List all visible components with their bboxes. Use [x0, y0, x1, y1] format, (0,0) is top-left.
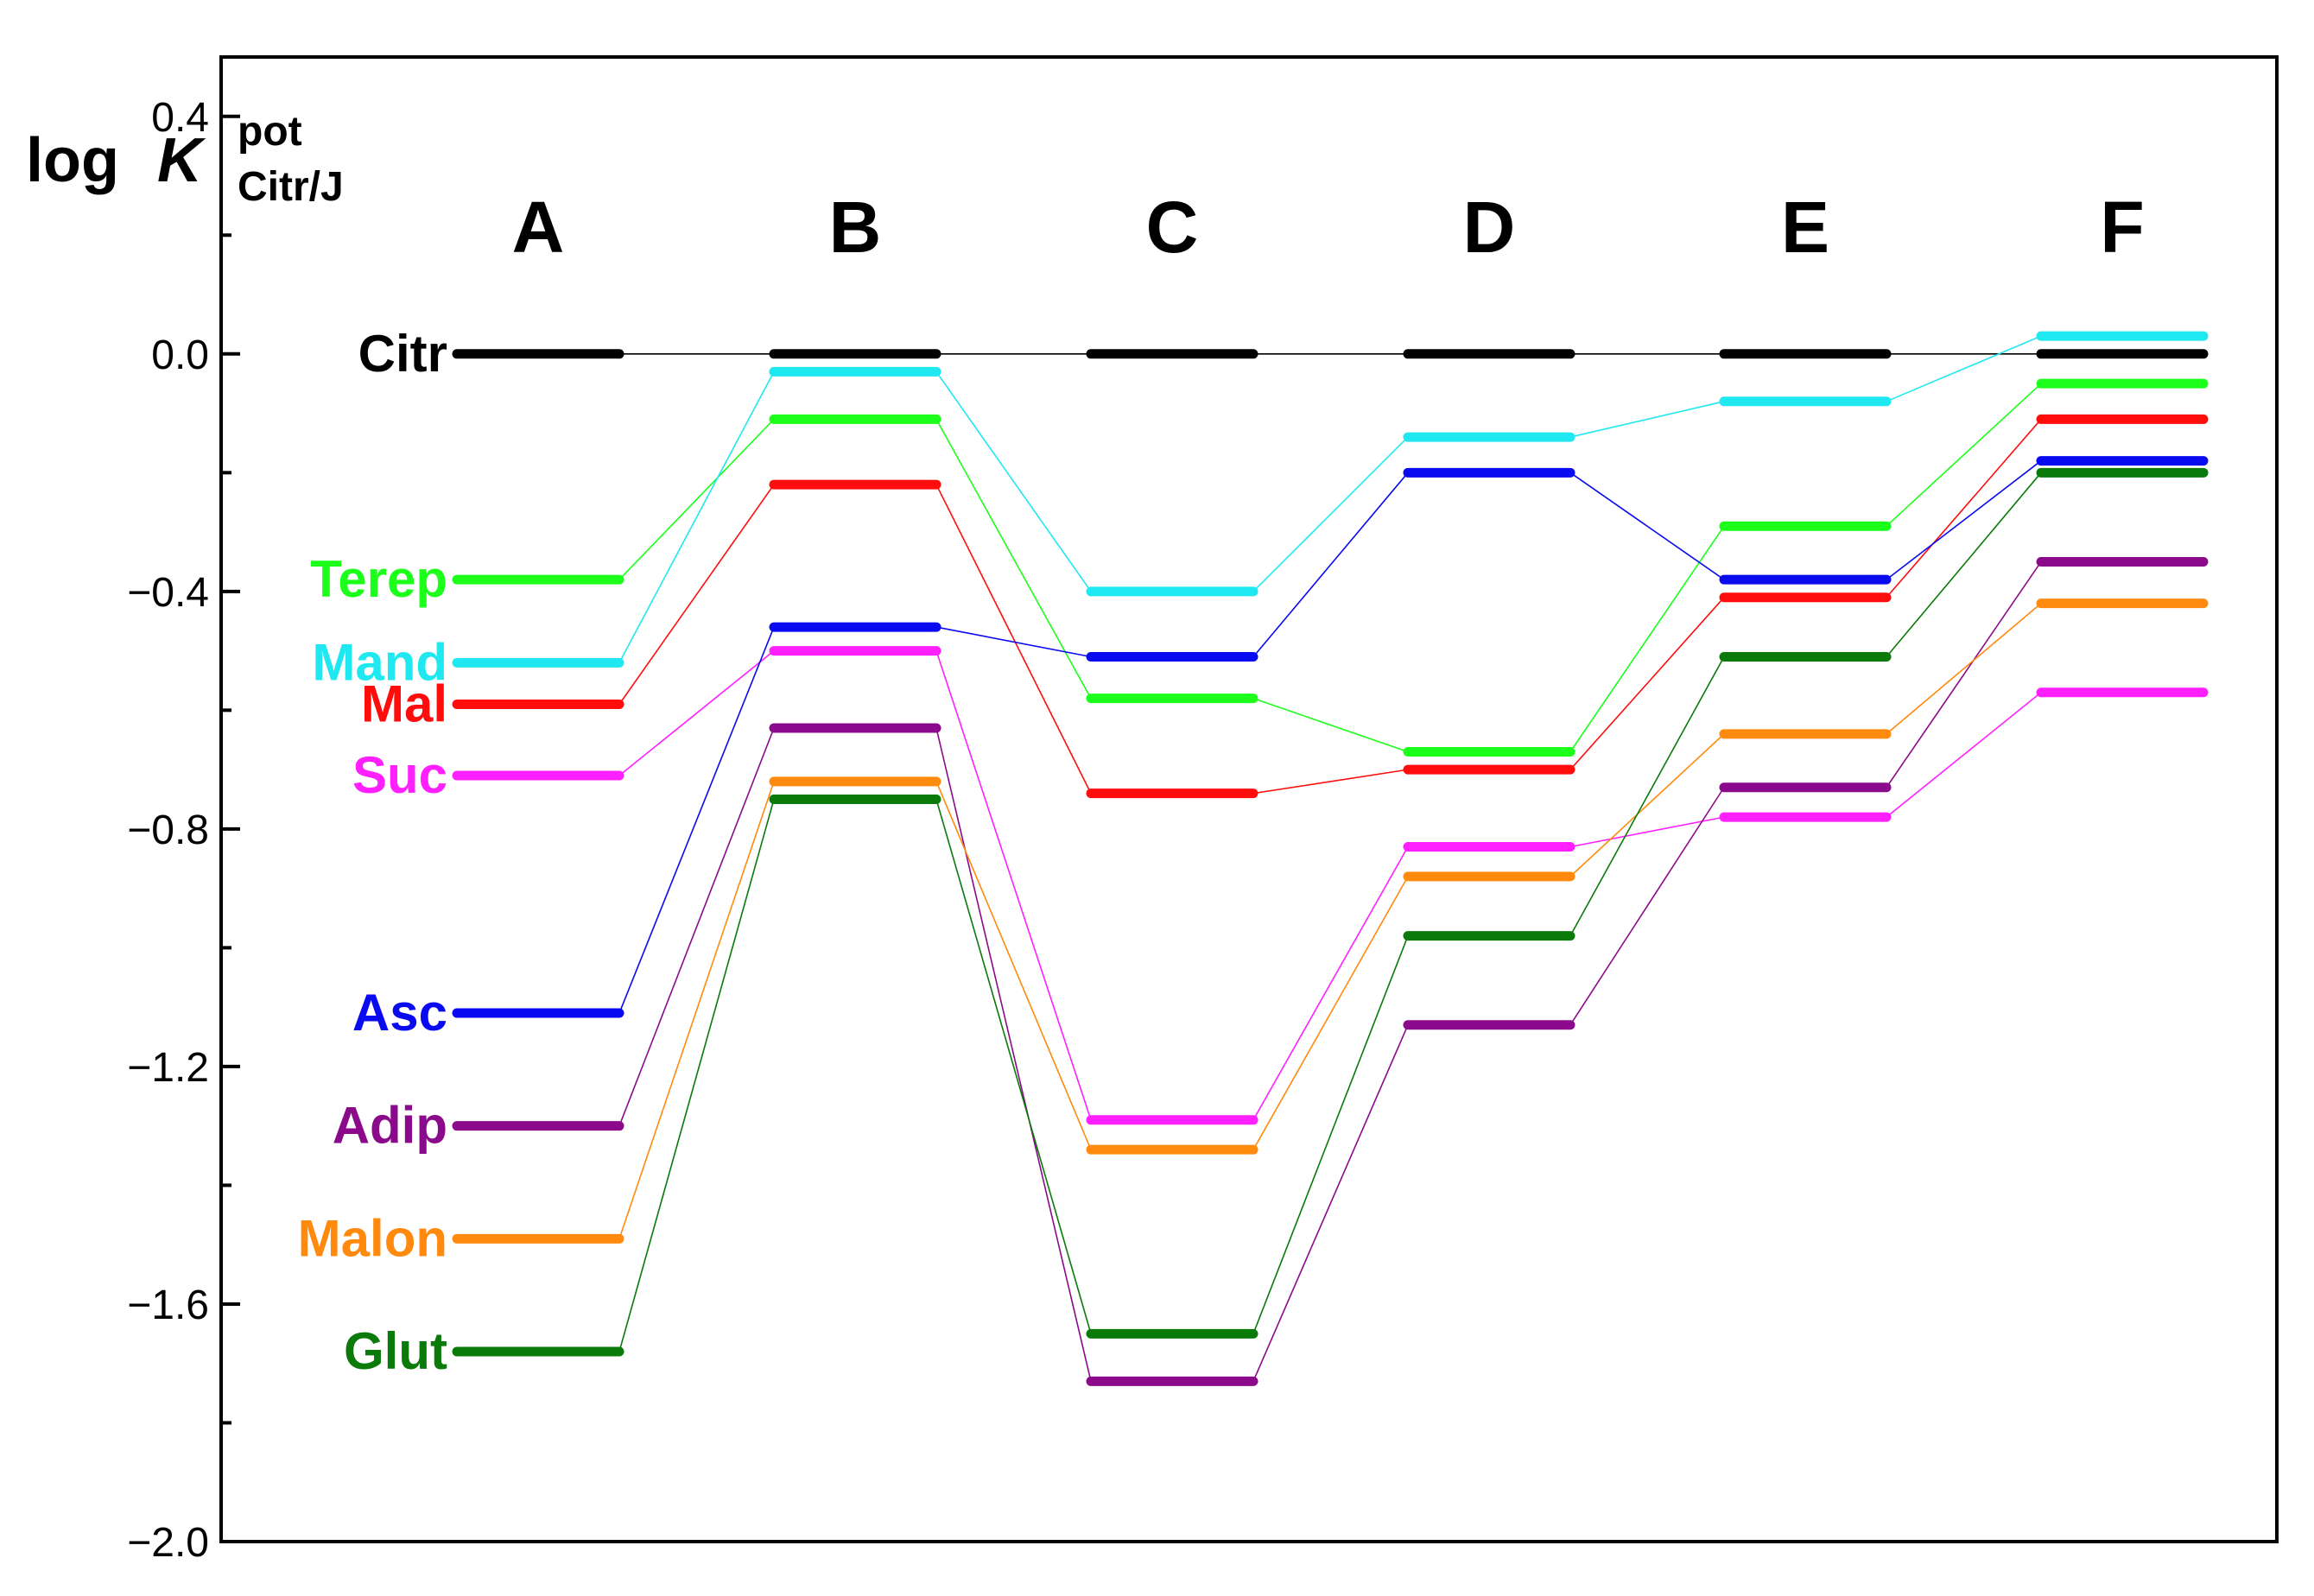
- connector-line-malon: [1886, 602, 2042, 735]
- category-label: D: [1463, 187, 1516, 268]
- connector-line-terep: [1569, 525, 1725, 752]
- connector-line-mal: [1569, 597, 1725, 770]
- series-label-mal: Mal: [361, 674, 447, 732]
- connector-line-mal: [618, 484, 775, 705]
- connector-line-adip: [1252, 1024, 1409, 1382]
- y-tick-label: −1.2: [127, 1045, 209, 1091]
- y-axis-label-log: log: [26, 126, 119, 195]
- series-label-glut: Glut: [344, 1322, 447, 1380]
- connector-line-mand: [1886, 335, 2042, 402]
- category-label: A: [512, 187, 565, 268]
- connector-line-mand: [1252, 436, 1409, 592]
- series-label-terep: Terep: [310, 550, 447, 608]
- plot-frame: [219, 55, 2279, 1543]
- series-label-malon: Malon: [298, 1209, 447, 1267]
- connector-line-glut: [1886, 472, 2042, 657]
- connector-line-malon: [935, 781, 1092, 1150]
- y-tick-label: −0.4: [127, 570, 209, 616]
- category-label: F: [2100, 187, 2144, 268]
- connector-line-terep: [1252, 697, 1409, 753]
- connector-line-mal: [1886, 418, 2042, 598]
- category-label: E: [1781, 187, 1829, 268]
- series-label-mand: Mand: [312, 633, 447, 691]
- series-label-suc: Suc: [352, 746, 447, 804]
- connector-line-mal: [935, 484, 1092, 794]
- connector-line-adip: [1886, 561, 2042, 788]
- connector-line-terep: [1886, 383, 2042, 527]
- y-axis-label-superscript: pot: [238, 109, 302, 155]
- connector-line-suc: [935, 650, 1092, 1121]
- y-tick-label: −2.0: [127, 1520, 209, 1566]
- connector-line-asc: [1569, 472, 1725, 580]
- y-tick-label: 0.4: [151, 95, 209, 141]
- connector-line-malon: [1569, 733, 1725, 877]
- connector-line-adip: [1569, 787, 1725, 1026]
- connector-line-adip: [618, 727, 775, 1126]
- connector-line-malon: [1252, 876, 1409, 1150]
- connector-line-suc: [1252, 846, 1409, 1121]
- y-tick-label: −0.8: [127, 808, 209, 853]
- y-axis-label-k: K: [157, 126, 206, 195]
- connector-line-malon: [618, 781, 775, 1239]
- connector-line-glut: [1569, 656, 1725, 937]
- connector-line-suc: [1886, 692, 2042, 818]
- connector-line-mand: [935, 370, 1092, 592]
- connector-line-mand: [1569, 401, 1725, 438]
- connector-line-glut: [1252, 935, 1409, 1334]
- y-tick-label: −1.6: [127, 1282, 209, 1328]
- category-label: C: [1146, 187, 1199, 268]
- connector-line-asc: [618, 626, 775, 1014]
- series-label-asc: Asc: [352, 984, 447, 1042]
- connector-line-suc: [618, 649, 775, 776]
- connector-line-asc: [935, 626, 1092, 658]
- connector-line-glut: [935, 799, 1092, 1334]
- connector-line-mal: [1252, 769, 1409, 795]
- connector-line-terep: [618, 418, 775, 580]
- connector-line-suc: [1569, 816, 1725, 848]
- y-tick-label: 0.0: [151, 332, 209, 378]
- series-label-adip: Adip: [333, 1097, 447, 1155]
- y-axis-label-subscript: Citr/J: [238, 164, 344, 210]
- connector-line-glut: [618, 799, 775, 1352]
- connector-line-adip: [935, 727, 1092, 1382]
- category-label: B: [829, 187, 882, 268]
- connector-line-asc: [1886, 459, 2042, 580]
- connector-line-mand: [618, 371, 775, 663]
- series-label-citr: Citr: [358, 325, 447, 383]
- connector-line-asc: [1252, 472, 1409, 657]
